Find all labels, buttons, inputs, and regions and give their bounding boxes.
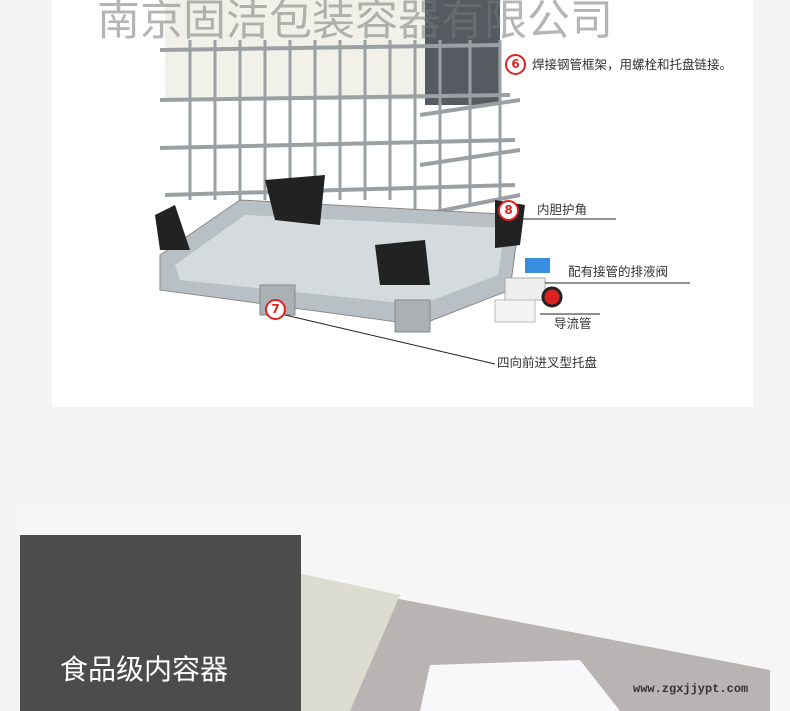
tank-side: [425, 0, 500, 105]
company-watermark: 南京固洁包装容器有限公司: [97, 0, 613, 46]
section-title-panel: [20, 535, 301, 711]
callout-frame: 焊接钢管框架，用螺栓和托盘链接。: [532, 57, 733, 72]
callout-number-6: 6: [505, 54, 526, 75]
section-title: 食品级内容器: [60, 653, 229, 686]
drain-valve: [504, 277, 546, 301]
url-watermark: www.zgxjjypt.com: [633, 682, 749, 696]
steel-cage: [159, 40, 521, 217]
callout-number-8: 8: [498, 200, 519, 221]
callout-corner-protector: 内胆护角: [537, 202, 588, 217]
callout-pallet: 四向前进叉型托盘: [497, 355, 598, 370]
callout-lines: [284, 218, 690, 365]
callout-drain-pipe: 导流管: [554, 316, 592, 331]
drain-pipe: [494, 299, 536, 323]
callout-number-7: 7: [265, 299, 286, 320]
callout-drain-valve: 配有接管的排液阀: [568, 264, 669, 279]
